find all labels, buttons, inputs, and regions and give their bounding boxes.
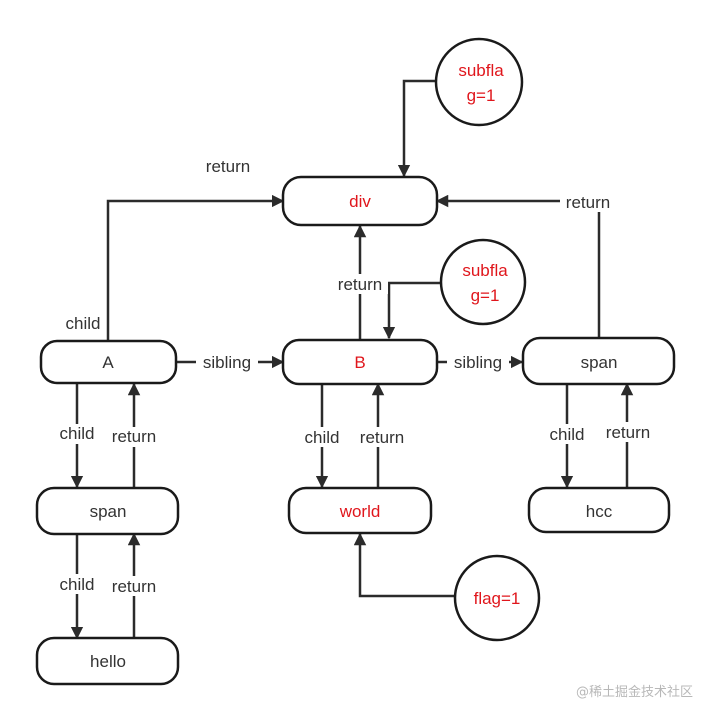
label-return-span-a: return bbox=[112, 427, 156, 446]
label-return-b-div: return bbox=[338, 275, 382, 294]
watermark: @稀土掘金技术社区 bbox=[576, 684, 693, 700]
node-div-label: div bbox=[349, 192, 371, 211]
flag-world-line-1: flag=1 bbox=[474, 589, 521, 608]
edge-flag-world bbox=[353, 532, 455, 598]
label-return-world-b: return bbox=[360, 428, 404, 447]
edge-flag-mid-b bbox=[382, 281, 441, 340]
node-b-label: B bbox=[354, 353, 365, 372]
node-span-right-label: span bbox=[581, 353, 618, 372]
flag-mid-line-2: g=1 bbox=[471, 286, 500, 305]
flag-top-line-1: subfla bbox=[458, 61, 504, 80]
nodes: div A B span span world hcc hello bbox=[35, 175, 676, 686]
node-a-label: A bbox=[102, 353, 114, 372]
label-child-a: child bbox=[66, 314, 101, 333]
label-child-span-hcc: child bbox=[550, 425, 585, 444]
label-return-hcc-span: return bbox=[606, 423, 650, 442]
flag-circle-mid: subfla g=1 bbox=[439, 238, 527, 326]
label-sibling-b-span: sibling bbox=[454, 353, 502, 372]
node-span-left: span bbox=[35, 486, 180, 536]
label-return-hello-span: return bbox=[112, 577, 156, 596]
label-return-a-div: return bbox=[206, 157, 250, 176]
node-b: B bbox=[281, 338, 439, 386]
label-sibling-a-b: sibling bbox=[203, 353, 251, 372]
node-hello: hello bbox=[35, 636, 180, 686]
node-span-right: span bbox=[521, 336, 676, 386]
node-div: div bbox=[281, 175, 439, 227]
flag-mid-line-1: subfla bbox=[462, 261, 508, 280]
flag-top-line-2: g=1 bbox=[467, 86, 496, 105]
edge-labels: return child return return sibling sibli… bbox=[55, 157, 656, 596]
label-return-span-div: return bbox=[566, 193, 610, 212]
node-hcc: hcc bbox=[527, 486, 671, 534]
node-world-label: world bbox=[339, 502, 381, 521]
node-a: A bbox=[39, 339, 178, 385]
edge-return-a-div bbox=[106, 194, 285, 340]
label-child-span-hello: child bbox=[60, 575, 95, 594]
node-world: world bbox=[287, 486, 433, 535]
node-hcc-label: hcc bbox=[586, 502, 613, 521]
node-span-left-label: span bbox=[90, 502, 127, 521]
label-child-b-world: child bbox=[305, 428, 340, 447]
flag-circle-world: flag=1 bbox=[453, 554, 541, 642]
flags: subfla g=1 subfla g=1 flag=1 bbox=[434, 37, 541, 642]
node-hello-label: hello bbox=[90, 652, 126, 671]
edge-flag-top-div bbox=[397, 79, 436, 178]
flag-circle-top: subfla g=1 bbox=[434, 37, 524, 127]
label-child-a-span: child bbox=[60, 424, 95, 443]
